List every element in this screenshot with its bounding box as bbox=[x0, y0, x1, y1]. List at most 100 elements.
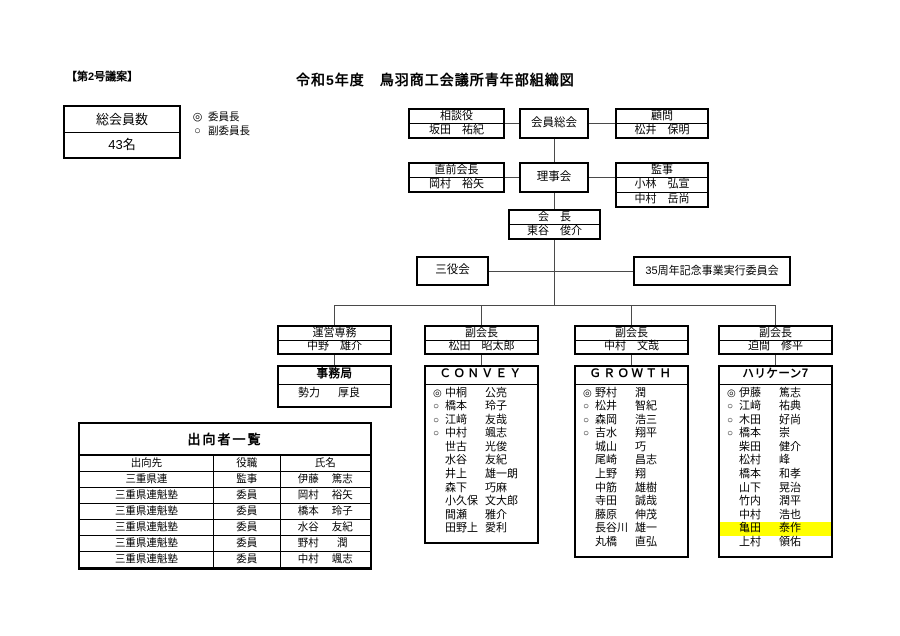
member-item: ◎野村潤 bbox=[576, 387, 687, 401]
dispatch-name: 野村潤 bbox=[279, 535, 370, 553]
member-given-name: 領佑 bbox=[779, 536, 801, 549]
member-family-name: 森下 bbox=[445, 481, 467, 494]
total-members-label: 総会員数 bbox=[95, 111, 148, 127]
double-circle-icon: ◎ bbox=[192, 111, 203, 123]
member-item: 上村領佑 bbox=[720, 536, 831, 550]
member-family-name: 丸橋 bbox=[595, 536, 617, 549]
member-item: ◎中桐公亮 bbox=[426, 387, 537, 401]
member-given-name: 文大郎 bbox=[485, 495, 518, 508]
total-members-value: 43名 bbox=[65, 131, 179, 158]
member-item: ○松井智紀 bbox=[576, 400, 687, 414]
member-item: 丸橋直弘 bbox=[576, 536, 687, 550]
auditor-name-1: 小林 弘宣 bbox=[617, 177, 707, 191]
connector-head-group-3 bbox=[631, 355, 632, 365]
division-head-name-3: 中村 文哉 bbox=[576, 339, 687, 354]
member-given-name: 潤平 bbox=[779, 495, 801, 508]
member-item: 橋本和孝 bbox=[720, 468, 831, 482]
double-circle-icon: ◎ bbox=[583, 387, 592, 399]
member-item: 山下晃治 bbox=[720, 482, 831, 496]
member-given-name: 玲子 bbox=[485, 400, 507, 413]
member-given-name: 翔平 bbox=[635, 427, 657, 440]
connector-head-group-2 bbox=[481, 355, 482, 365]
member-item: 小久保文大郎 bbox=[426, 495, 537, 509]
dispatch-col-name: 氏名 bbox=[279, 454, 370, 473]
member-given-name: 雄一 bbox=[635, 522, 657, 535]
member-item: 亀田泰作 bbox=[720, 522, 831, 537]
member-family-name: 森岡 bbox=[595, 413, 617, 426]
circle-icon: ○ bbox=[727, 401, 734, 413]
past-president-title: 直前会長 bbox=[434, 164, 479, 176]
connector-anniversary bbox=[554, 271, 633, 272]
connector-distribution-bar bbox=[334, 305, 775, 306]
dispatch-destination: 三重県連魁塾 bbox=[80, 551, 214, 569]
circle-icon: ○ bbox=[727, 428, 734, 440]
circle-icon: ○ bbox=[433, 428, 440, 440]
member-item: 城山 巧 bbox=[576, 441, 687, 455]
member-column-1: 事務局 勢力厚良 bbox=[277, 365, 392, 409]
advisor-name: 坂田 祐紀 bbox=[410, 123, 503, 137]
member-given-name: 浩也 bbox=[779, 508, 801, 521]
member-family-name: 橋本 bbox=[739, 427, 761, 440]
member-family-name: 木田 bbox=[739, 413, 761, 426]
member-family-name: 松村 bbox=[739, 454, 761, 467]
member-given-name: 智紀 bbox=[635, 400, 657, 413]
member-family-name: 中村 bbox=[739, 508, 761, 521]
connector-soukai-rijikai bbox=[554, 139, 555, 169]
member-given-name: 和孝 bbox=[779, 468, 801, 481]
connector-drop-2 bbox=[481, 305, 482, 325]
circle-icon: ○ bbox=[727, 414, 734, 426]
table-row: 三重県連魁塾委員岡村裕矢 bbox=[80, 487, 370, 505]
member-family-name: 尾崎 bbox=[595, 454, 617, 467]
page-title: 令和5年度 鳥羽商工会議所青年部組織図 bbox=[296, 72, 575, 88]
advisor-title: 相談役 bbox=[440, 110, 473, 122]
member-item: 柴田健介 bbox=[720, 441, 831, 455]
member-family-name: 松井 bbox=[595, 400, 617, 413]
division-head-name-2: 松田 昭太郎 bbox=[426, 339, 537, 354]
member-item: 尾崎昌志 bbox=[576, 454, 687, 468]
member-given-name: 颯志 bbox=[485, 427, 507, 440]
member-item: 中筋雄樹 bbox=[576, 482, 687, 496]
executive-meeting-box: 三役会 bbox=[416, 256, 489, 286]
dispatch-table-header-row: 出向先 役職 氏名 bbox=[80, 454, 370, 473]
division-head-title-3: 副会長 bbox=[615, 326, 648, 339]
dispatch-destination: 三重県連魁塾 bbox=[80, 535, 214, 553]
anniversary-committee-title: 35周年記念事業実行委員会 bbox=[645, 264, 779, 277]
connector-rijikai-president bbox=[554, 192, 555, 209]
executive-meeting-title: 三役会 bbox=[435, 264, 470, 277]
circle-icon: ○ bbox=[433, 401, 440, 413]
member-item: ○木田好尚 bbox=[720, 414, 831, 428]
member-family-name: 伊藤 bbox=[739, 386, 761, 399]
table-row: 三重県連魁塾委員橋本玲子 bbox=[80, 503, 370, 521]
connector-drop-3 bbox=[631, 305, 632, 325]
member-item: ○ 中村 颯志 bbox=[426, 427, 537, 441]
member-family-name: 勢力 bbox=[298, 386, 320, 399]
dispatch-col-destination: 出向先 bbox=[80, 454, 214, 473]
member-given-name: 潤 bbox=[635, 386, 646, 399]
dispatch-post: 委員 bbox=[212, 487, 281, 505]
member-item: 森下 巧麻 bbox=[426, 482, 537, 496]
member-family-name: 江﨑 bbox=[739, 400, 761, 413]
member-item: 竹内 潤平 bbox=[720, 495, 831, 509]
dispatch-name: 水谷友紀 bbox=[279, 519, 370, 537]
member-family-name: 井上 bbox=[445, 468, 467, 481]
member-family-name: 竹内 bbox=[739, 495, 761, 508]
member-given-name: 巧 bbox=[635, 440, 646, 453]
dispatch-post: 委員 bbox=[212, 503, 281, 521]
dispatch-destination: 三重県連魁塾 bbox=[80, 487, 214, 505]
member-given-name: 光俊 bbox=[485, 440, 507, 453]
legend-item-vice-chair: ○ 副委員長 bbox=[192, 124, 250, 138]
member-given-name: 友紀 bbox=[485, 454, 507, 467]
member-given-name: 巧麻 bbox=[485, 481, 507, 494]
dispatch-destination: 三重県連魁塾 bbox=[80, 503, 214, 521]
member-family-name: 小久保 bbox=[445, 495, 478, 508]
general-assembly-title: 会員総会 bbox=[531, 116, 577, 129]
member-given-name: 峰 bbox=[779, 454, 790, 467]
member-family-name: 中村 bbox=[445, 427, 467, 440]
member-family-name: 城山 bbox=[595, 440, 617, 453]
member-given-name: 愛利 bbox=[485, 522, 507, 535]
dispatch-post: 委員 bbox=[212, 519, 281, 537]
past-president-box: 直前会長 岡村 裕矢 bbox=[408, 162, 505, 193]
